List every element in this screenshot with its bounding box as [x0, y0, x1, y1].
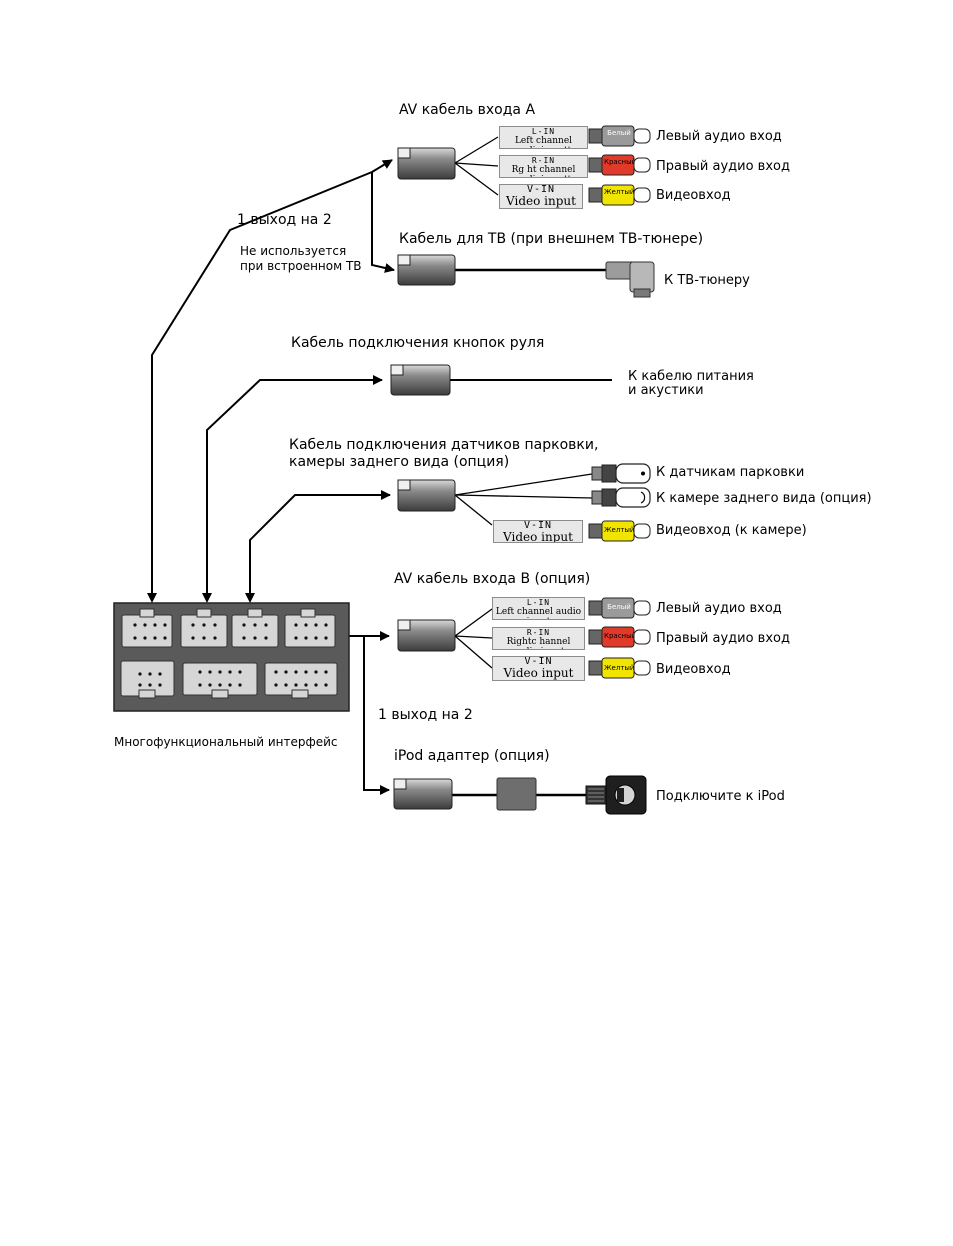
av-b-white-rca-plug-icon: [588, 597, 651, 619]
ipod-title: iPod адаптер (опция): [394, 748, 550, 764]
av-a-r-in-code: R-IN: [531, 156, 556, 165]
multifunction-interface-box: [113, 602, 350, 712]
tv-tuner-text: К ТВ-тюнеру: [664, 273, 750, 288]
av-b-right-audio-text: Правый аудио вход: [656, 631, 790, 646]
av-b-l-in-desc: Left channel audio input: [495, 607, 582, 619]
av-b-yellow-plug-caption: Желтый: [604, 664, 634, 672]
steering-connector: [390, 364, 451, 396]
av-b-left-audio-text: Левый аудио вход: [656, 601, 782, 616]
parking-yellow-rca-plug-icon: [588, 520, 651, 542]
tv-connector: [397, 254, 456, 286]
av-a-r-in-label: R-IN Rg ht channel audioi nputt: [499, 155, 588, 178]
split-top-label: 1 выход на 2: [237, 212, 332, 228]
av-b-v-in-code: V-IN: [524, 656, 553, 667]
av-a-white-rca-plug-icon: [588, 125, 651, 147]
av-a-video-text: Видеовход: [656, 188, 731, 203]
av-a-white-plug-caption: Белый: [607, 129, 631, 137]
parking-title-1: Кабель подключения датчиков парковки,: [289, 437, 599, 453]
parking-v-in-code: V-IN: [523, 520, 553, 531]
av-b-l-in-code: L-IN: [526, 598, 551, 607]
av-a-yellow-plug-caption: Желтый: [604, 188, 634, 196]
av-b-v-in-desc: Video input: [503, 666, 574, 680]
av-a-l-in-code: L-IN: [531, 127, 556, 136]
steering-end-1: К кабелю питания: [628, 369, 754, 384]
av-a-wires: [454, 136, 499, 196]
av-b-red-rca-plug-icon: [588, 626, 651, 648]
av-a-connector: [397, 147, 456, 180]
av-b-red-plug-caption: Красный: [604, 632, 634, 640]
av-a-red-rca-plug-icon: [588, 154, 651, 176]
av-b-white-plug-caption: Белый: [607, 603, 631, 611]
parking-sensors-text: К датчикам парковки: [656, 465, 805, 480]
split-top-note-1: Не используется: [240, 244, 347, 258]
av-b-connector: [397, 619, 456, 652]
av-b-title: AV кабель входа B (опция): [394, 571, 591, 587]
split-top-note-2: при встроенном ТВ: [240, 259, 362, 273]
av-a-l-in-label: L-IN Left channel audioi nputt: [499, 126, 588, 149]
av-b-r-in-desc: Rightc hannel audio input: [506, 637, 571, 649]
av-b-r-in-label: R-IN Rightc hannel audio input: [492, 627, 585, 650]
parking-v-in-desc: Video input: [503, 530, 573, 543]
av-a-left-audio-text: Левый аудио вход: [656, 129, 782, 144]
rear-camera-plug-icon: [591, 487, 651, 508]
av-b-l-in-label: L-IN Left channel audio input: [492, 597, 585, 620]
interface-caption: Многофункциональный интерфейс: [114, 735, 338, 749]
av-b-yellow-rca-plug-icon: [588, 657, 651, 679]
parking-video-text: Видеовход (к камере): [656, 523, 807, 538]
av-b-video-text: Видеовход: [656, 662, 731, 677]
av-a-v-in-desc: Video input: [506, 194, 576, 208]
av-a-r-in-desc: Rg ht channel audioi nputt: [511, 165, 576, 177]
tv-tuner-plug-icon: [605, 261, 655, 298]
rear-camera-text: К камере заднего вида (опция): [656, 491, 872, 506]
av-a-v-in-label: V-IN Video input: [499, 184, 583, 209]
ipod-adapter-box: [496, 777, 537, 811]
ipod-connector: [393, 778, 453, 810]
av-b-v-in-label: V-IN Video input: [492, 656, 585, 681]
parking-v-in-label: V-IN Video input: [493, 520, 583, 543]
steering-end-2: и акустики: [628, 383, 704, 398]
parking-wires: [454, 473, 593, 526]
av-b-r-in-code: R-IN: [526, 628, 551, 637]
split-bottom-label: 1 выход на 2: [378, 707, 473, 723]
rca-plugs: [588, 125, 651, 679]
av-a-red-plug-caption: Красный: [604, 158, 634, 166]
steering-title: Кабель подключения кнопок руля: [291, 335, 545, 351]
av-b-wires: [454, 608, 493, 669]
av-a-v-in-code: V-IN: [526, 184, 556, 195]
parking-title-2: камеры заднего вида (опция): [289, 454, 510, 470]
av-a-yellow-rca-plug-icon: [588, 184, 651, 206]
ipod-end-text: Подключите к iPod: [656, 789, 785, 804]
tv-cable-title: Кабель для ТВ (при внешнем ТВ-тюнере): [399, 231, 704, 247]
parking-connector: [397, 479, 456, 512]
parking-yellow-plug-caption: Желтый: [604, 526, 634, 534]
ipod-dock-plug-icon: [585, 775, 647, 815]
av-a-title: AV кабель входа A: [399, 102, 536, 118]
av-a-right-audio-text: Правый аудио вход: [656, 159, 790, 174]
parking-sensor-plug-icon: [591, 463, 651, 484]
av-a-l-in-desc: Left channel audioi nputt: [514, 136, 573, 148]
